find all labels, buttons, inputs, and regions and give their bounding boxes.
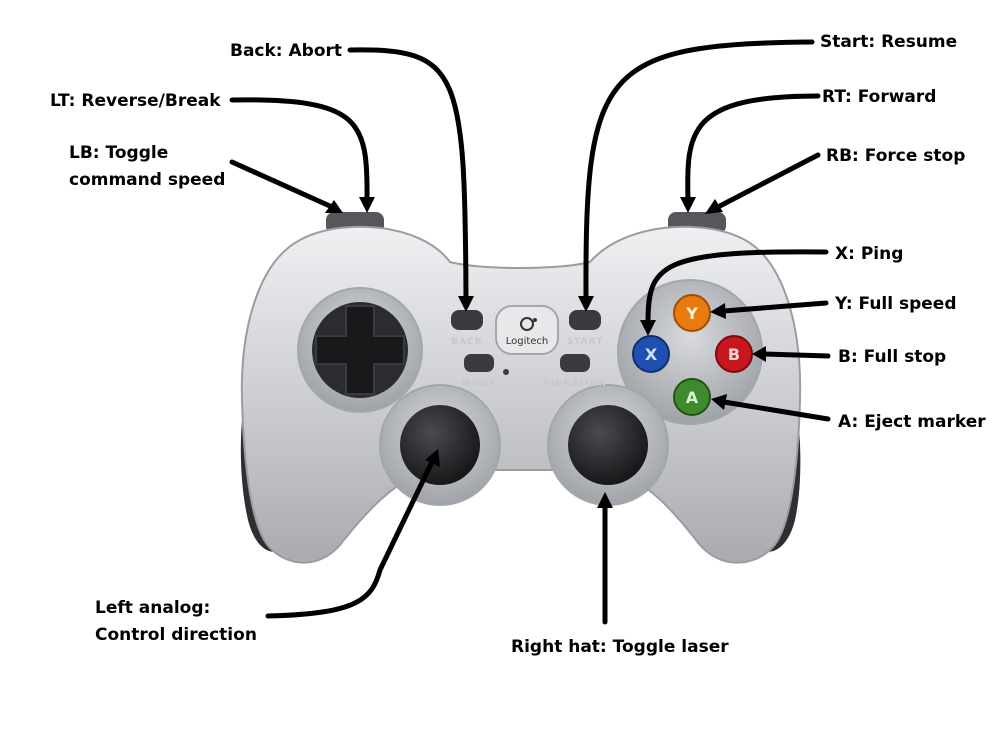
lb-arrow	[229, 159, 335, 210]
label-y: Y: Full speed	[834, 294, 957, 314]
b-button: B	[715, 335, 753, 373]
svg-text:Y: Y	[685, 304, 698, 323]
brand-logo: Logitech	[506, 336, 549, 347]
dpad	[315, 305, 405, 395]
label-left-analog-line2: Control direction	[95, 625, 257, 645]
svg-text:B: B	[728, 345, 740, 364]
callout-labels: Back: Abort Start: Resume LT: Reverse/Br…	[50, 32, 986, 657]
label-lb-line1: LB: Toggle	[69, 143, 168, 163]
y-button: Y	[673, 294, 711, 332]
start-caption: START	[567, 337, 604, 347]
back-caption: BACK	[451, 337, 482, 347]
rt-arrow	[685, 93, 821, 203]
label-lb-line2: command speed	[69, 170, 225, 190]
vibration-caption: VIBRATION	[543, 379, 607, 389]
svg-text:X: X	[645, 345, 658, 364]
mode-caption: MODE	[462, 379, 496, 389]
x-arrow	[645, 249, 829, 325]
svg-text:A: A	[686, 388, 699, 407]
mode-button	[464, 354, 494, 372]
left-analog-stick	[400, 405, 480, 485]
back-button	[451, 310, 483, 330]
lt-arrow	[229, 97, 370, 203]
gamepad: BACK START MODE VIBRATION Logitech Y X B…	[240, 212, 802, 564]
label-right-hat: Right hat: Toggle laser	[511, 637, 729, 657]
label-lt: LT: Reverse/Break	[50, 91, 221, 111]
x-button: X	[632, 335, 670, 373]
back-arrow	[347, 47, 469, 303]
label-start: Start: Resume	[820, 32, 957, 52]
start-button	[569, 310, 601, 330]
mode-led	[503, 369, 509, 375]
b-arrow	[761, 351, 831, 359]
left-analog-arrow	[265, 459, 435, 619]
a-arrow	[721, 399, 831, 422]
callout-arrows	[229, 39, 831, 625]
label-a: A: Eject marker	[838, 412, 986, 432]
label-rt: RT: Forward	[822, 87, 936, 107]
vibration-button	[560, 354, 590, 372]
y-arrow	[721, 300, 829, 314]
label-rb: RB: Force stop	[826, 146, 965, 166]
start-arrow	[583, 39, 815, 303]
label-back: Back: Abort	[230, 41, 342, 61]
label-x: X: Ping	[835, 244, 903, 264]
rb-arrow	[713, 152, 821, 211]
label-b: B: Full stop	[838, 347, 946, 367]
right-analog-stick	[568, 405, 648, 485]
logitech-logo-icon	[520, 317, 537, 331]
label-left-analog-line1: Left analog:	[95, 598, 210, 618]
a-button: A	[673, 378, 711, 416]
